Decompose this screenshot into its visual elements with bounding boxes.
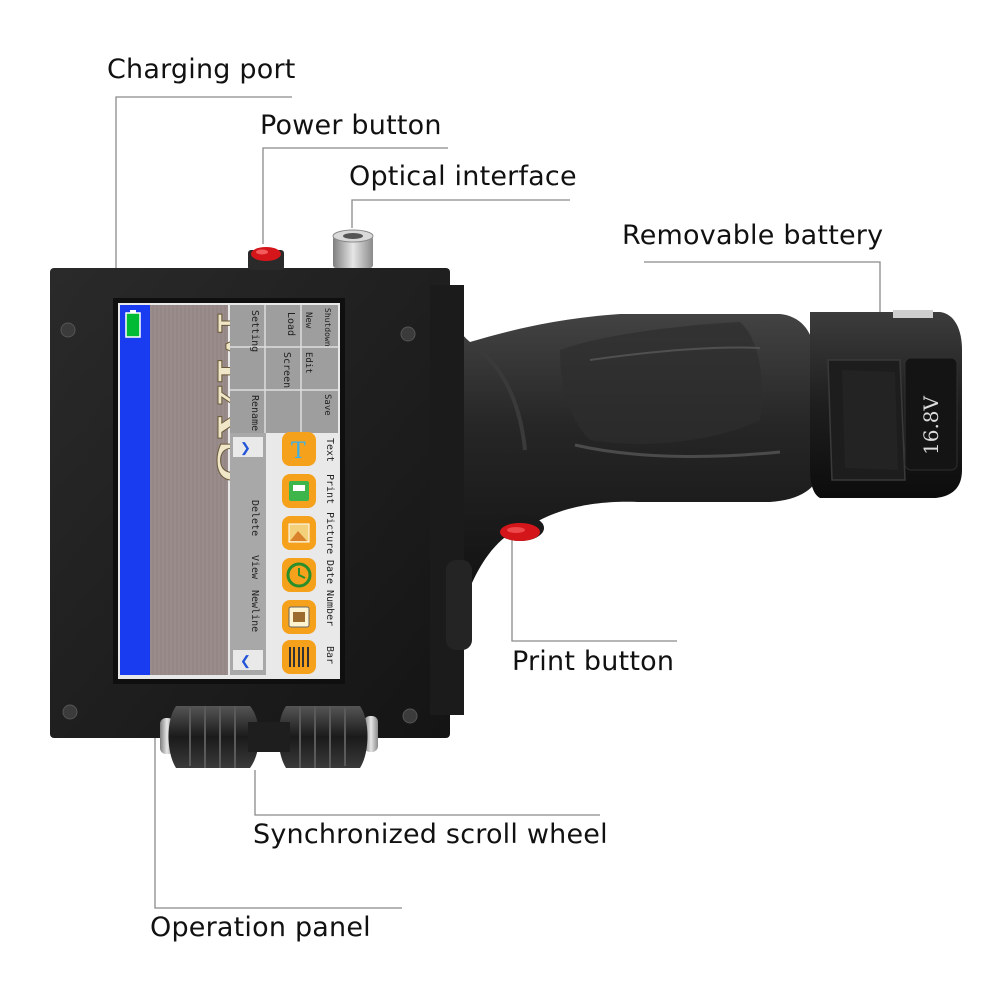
battery-level-icon xyxy=(125,310,141,338)
handle xyxy=(430,285,820,600)
optical-interface-connector xyxy=(332,229,374,268)
icon-label-picture: Picture xyxy=(324,512,335,554)
removable-battery-pack: 16.8V xyxy=(810,310,962,498)
icon-label-date: Date xyxy=(324,560,335,584)
menu-item-load[interactable]: Load xyxy=(285,312,296,336)
callout-scroll-wheel: Synchronized scroll wheel xyxy=(253,819,608,850)
operation-panel-screen: MX3 Setting Load New Shutdown Rename Scr… xyxy=(113,298,345,684)
menu-item-newline[interactable]: Newline xyxy=(249,590,260,632)
callout-power-button: Power button xyxy=(260,110,442,141)
leader-scroll-wheel xyxy=(254,770,600,816)
menu-item-screen[interactable]: Screen xyxy=(281,352,292,388)
menu-item-shutdown[interactable]: Shutdown xyxy=(323,308,332,347)
date-icon[interactable] xyxy=(282,558,316,592)
icon-label-print: Print xyxy=(324,474,335,504)
menu-item-delete[interactable]: Delete xyxy=(249,500,260,536)
callout-charging-port: Charging port xyxy=(107,54,296,85)
leader-charging-port xyxy=(115,96,292,268)
number-icon[interactable] xyxy=(282,600,316,634)
leader-removable-battery xyxy=(644,261,881,312)
icon-label-bar: Bar xyxy=(324,646,335,664)
power-button[interactable] xyxy=(248,247,284,270)
menu-item-new[interactable]: New xyxy=(303,312,313,329)
scroll-up-chevron-icon[interactable]: ❯ xyxy=(240,441,251,456)
menu-item-save[interactable]: Save xyxy=(322,394,332,416)
callout-optical-interface: Optical interface xyxy=(349,161,577,192)
bar-icon[interactable] xyxy=(282,640,316,674)
synchronized-scroll-wheel[interactable] xyxy=(160,706,378,768)
screen-menu: Setting Load New Shutdown Rename Screen … xyxy=(230,305,338,433)
screen-controls: ❯ ❮ Delete View Newline xyxy=(230,433,338,675)
menu-item-rename[interactable]: Rename xyxy=(249,395,260,431)
picture-icon[interactable] xyxy=(282,516,316,550)
scroll-down-chevron-icon[interactable]: ❮ xyxy=(240,654,251,669)
svg-text:T: T xyxy=(291,439,306,464)
icon-label-text: Text xyxy=(324,438,335,462)
menu-item-setting[interactable]: Setting xyxy=(249,310,260,352)
leader-print-button xyxy=(511,540,677,642)
callout-print-button: Print button xyxy=(512,646,675,677)
screen-blue-strip xyxy=(120,305,150,675)
battery-voltage-label: 16.8V xyxy=(919,395,943,455)
menu-item-edit[interactable]: Edit xyxy=(303,352,313,374)
leader-optical-interface xyxy=(351,199,570,228)
leader-operation-panel xyxy=(154,735,402,909)
menu-item-view[interactable]: View xyxy=(249,555,260,580)
print-icon[interactable] xyxy=(282,474,316,508)
callout-removable-battery: Removable battery xyxy=(622,220,884,251)
leader-power-button xyxy=(262,147,448,244)
callout-operation-panel: Operation panel xyxy=(150,912,371,943)
print-button[interactable] xyxy=(496,515,544,541)
icon-label-number: Number xyxy=(324,590,335,626)
text-icon[interactable]: T xyxy=(282,432,316,466)
